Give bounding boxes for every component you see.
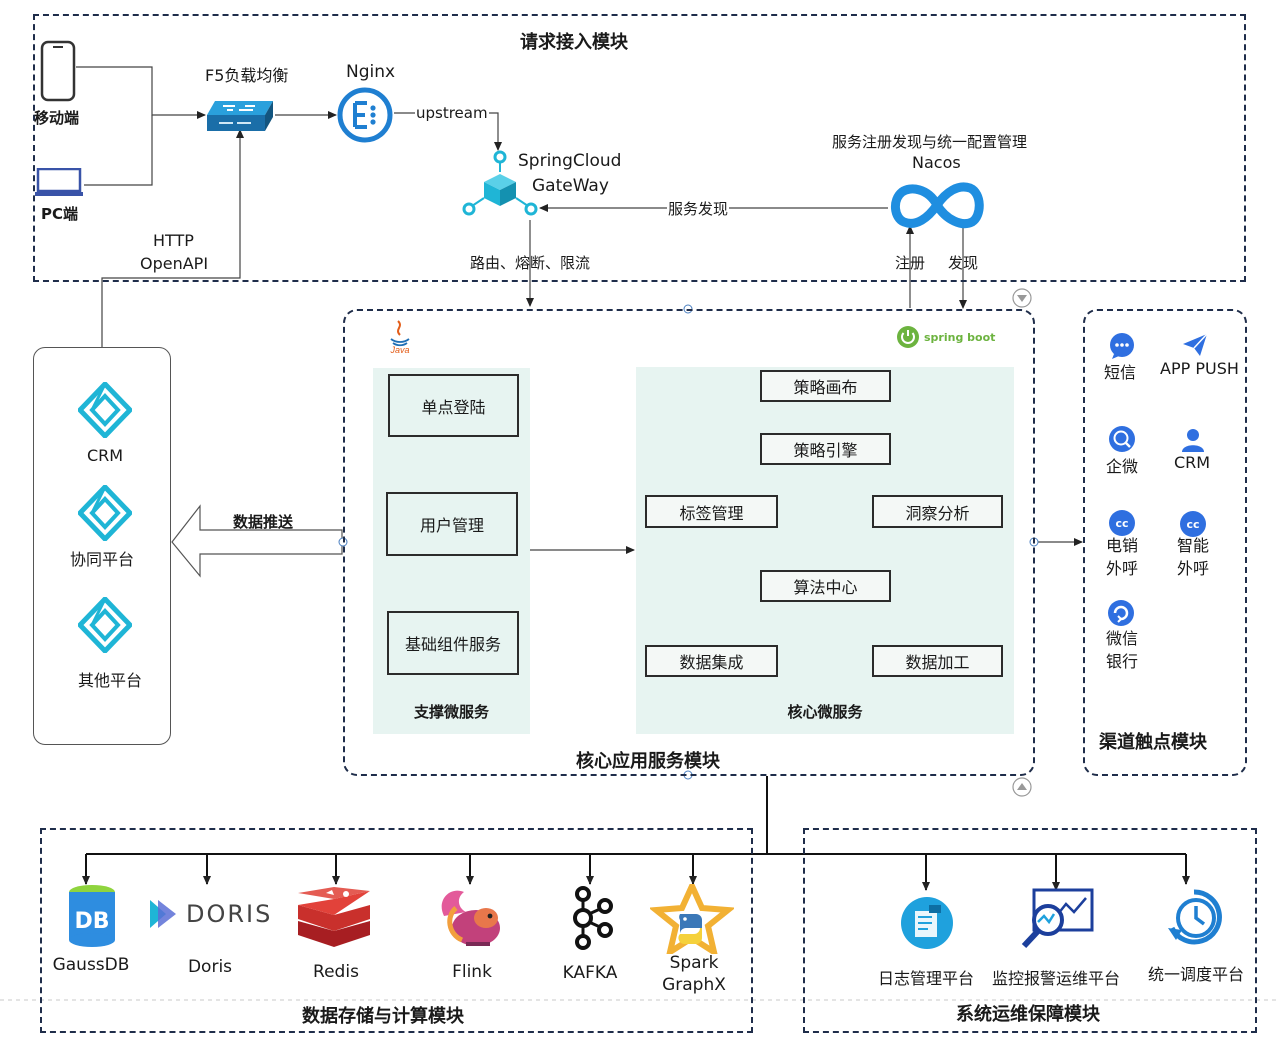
core-services-title: 核心微服务 [787, 703, 863, 721]
spring-boot-logo: spring boot [896, 325, 995, 349]
monitoring-chart-icon [1018, 888, 1096, 956]
mobile-label: 移动端 [34, 109, 80, 127]
node-data-processing[interactable]: 数据加工 [872, 645, 1003, 677]
service-base-components[interactable]: 基础组件服务 [387, 611, 519, 675]
other-platform-icon [76, 595, 134, 657]
pc-label: PC端 [41, 205, 79, 223]
channel-label-sms: 短信 [1103, 363, 1136, 382]
storage-label-gaussdb: GaussDB [52, 955, 130, 975]
core-services-panel [636, 367, 1014, 734]
crm-platform-icon [76, 380, 134, 442]
cc-icon: cc [1179, 510, 1207, 542]
svg-text:Java: Java [389, 345, 409, 355]
platform-label-collab: 协同平台 [69, 550, 134, 569]
support-services-title: 支撑微服务 [413, 703, 489, 721]
kafka-icon [567, 886, 619, 954]
routing-label: 路由、熔断、限流 [470, 254, 591, 272]
nginx-icon [336, 86, 394, 148]
service-sso[interactable]: 单点登陆 [388, 374, 519, 437]
storage-label-redis: Redis [313, 962, 359, 982]
redis-icon [296, 885, 372, 955]
data-push-label: 数据推送 [233, 513, 294, 531]
gaussdb-icon: DB [67, 884, 117, 952]
wecom-icon [1108, 425, 1136, 457]
load-balancer-switch-icon [205, 97, 275, 141]
log-management-icon [899, 895, 955, 955]
channel-label-wechat-bank: 微信 银行 [1105, 629, 1138, 671]
flink-squirrel-icon [436, 886, 506, 956]
channel-label-smart-call: 智能 外呼 [1176, 536, 1209, 578]
gateway-label-line1: SpringCloud [518, 151, 622, 171]
http-label: HTTP [153, 231, 194, 250]
swirl-icon [1107, 599, 1135, 631]
paper-plane-icon [1182, 333, 1208, 361]
scheduler-clock-icon [1166, 888, 1222, 956]
channel-label-crm: CRM [1173, 453, 1211, 472]
ops-label-log: 日志管理平台 [877, 969, 974, 988]
node-strategy-engine[interactable]: 策略引擎 [760, 433, 891, 465]
laptop-icon [35, 167, 83, 202]
openapi-label: OpenAPI [140, 254, 209, 273]
doris-logo-text: DORIS [186, 900, 273, 928]
f5-label: F5负载均衡 [205, 66, 289, 85]
channel-label-wecom: 企微 [1105, 457, 1138, 476]
chat-bubble-icon [1108, 332, 1136, 364]
upstream-label: upstream [415, 104, 489, 122]
node-data-integration[interactable]: 数据集成 [645, 645, 778, 677]
nacos-infinity-icon [888, 180, 986, 234]
storage-label-spark-graphx: Spark GraphX [662, 953, 726, 995]
ops-module-frame [803, 828, 1257, 1033]
platform-label-crm: CRM [86, 446, 124, 465]
svg-text:DB: DB [74, 909, 109, 934]
user-icon [1180, 427, 1206, 457]
service-discovery-label: 服务发现 [667, 198, 730, 219]
node-insight-analysis[interactable]: 洞察分析 [872, 495, 1003, 528]
collab-platform-icon [76, 483, 134, 545]
java-icon: Java [388, 319, 412, 359]
ops-module-title: 系统运维保障模块 [956, 1004, 1100, 1025]
svg-text:cc: cc [1115, 517, 1128, 530]
core-module-frame [343, 309, 1035, 776]
node-algorithm-center[interactable]: 算法中心 [760, 570, 891, 602]
storage-label-doris: Doris [187, 957, 233, 977]
doris-logo: DORIS [148, 898, 272, 930]
storage-label-flink: Flink [452, 962, 492, 982]
spring-boot-label: spring boot [924, 330, 996, 344]
gateway-cube-icon [462, 150, 540, 224]
ops-label-scheduler: 统一调度平台 [1147, 965, 1244, 984]
nacos-desc-label: 服务注册发现与统一配置管理 [832, 133, 1028, 151]
storage-module-title: 数据存储与计算模块 [302, 1006, 464, 1027]
request-module-title: 请求接入模块 [520, 32, 628, 53]
node-tag-management[interactable]: 标签管理 [645, 495, 778, 528]
mobile-phone-icon [40, 40, 76, 106]
nacos-label: Nacos [912, 153, 961, 172]
storage-module-frame [40, 828, 753, 1033]
storage-label-kafka: KAFKA [562, 963, 618, 983]
channel-module-frame [1083, 309, 1247, 776]
channel-module-title: 渠道触点模块 [1099, 732, 1207, 753]
register-label: 注册 [895, 254, 926, 272]
channel-label-telesales: 电销 外呼 [1105, 536, 1138, 578]
gateway-label-line2: GateWay [532, 176, 609, 196]
node-strategy-canvas[interactable]: 策略画布 [760, 370, 891, 402]
request-module-frame [33, 14, 1246, 282]
external-platforms-frame [33, 347, 171, 745]
core-module-title: 核心应用服务模块 [576, 751, 720, 772]
nginx-label: Nginx [346, 62, 396, 82]
ops-label-monitoring: 监控报警运维平台 [991, 969, 1120, 988]
cc-icon: cc [1108, 509, 1136, 541]
svg-text:cc: cc [1186, 518, 1199, 531]
spark-python-icon [648, 878, 736, 959]
service-user-mgmt[interactable]: 用户管理 [386, 492, 518, 556]
platform-label-other: 其他平台 [77, 671, 142, 690]
channel-label-app-push: APP PUSH [1160, 359, 1239, 378]
discover-label: 发现 [948, 254, 979, 272]
